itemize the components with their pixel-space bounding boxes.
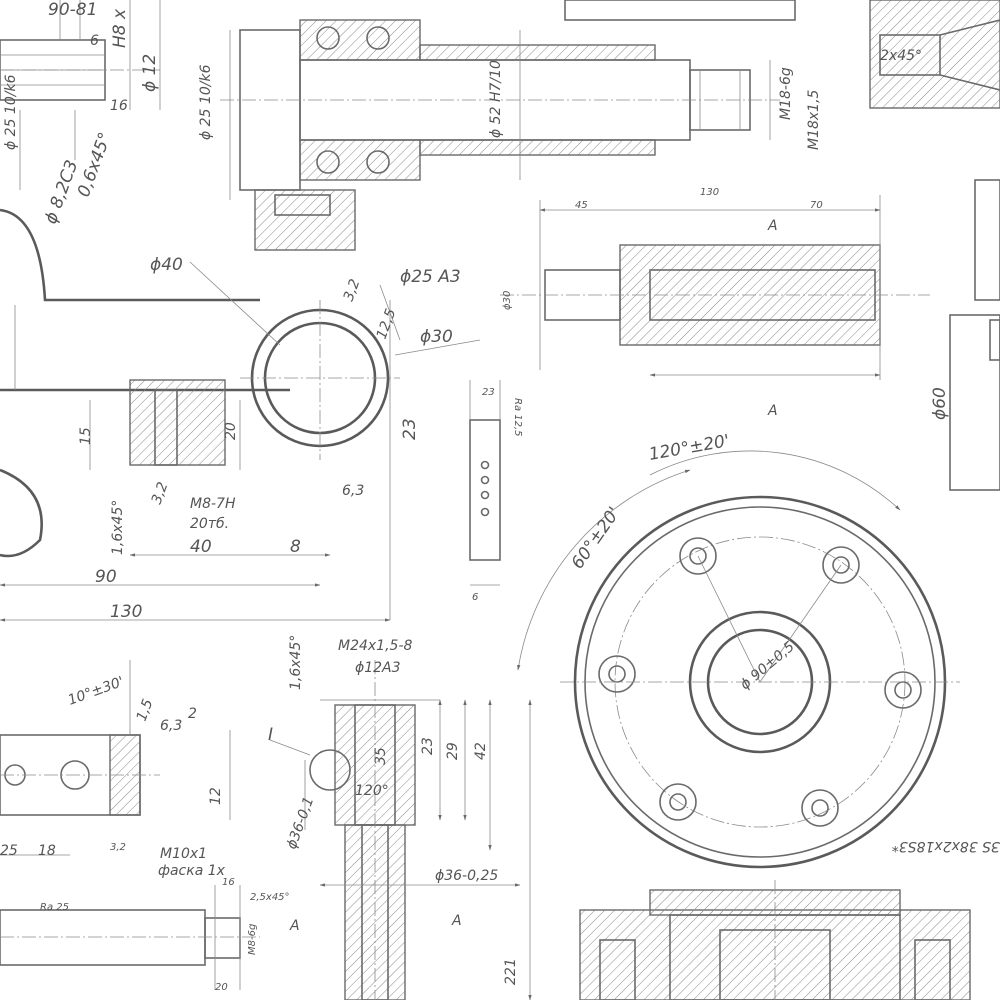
detail-i: I	[268, 725, 273, 745]
dim-m18x15: M18x1,5	[806, 89, 822, 150]
angle-120-noz: 120°	[355, 783, 389, 799]
dim-130: 130	[110, 602, 142, 622]
nozzle-section: 1,6x45° M24x1,5-8 ϕ12A3 35 23 29 42 120°…	[268, 635, 532, 1000]
top-left-shaft-detail: 90-81 H8 x 6 ϕ 12 16 0,6x45° ϕ 8,2C3 ϕ 2…	[0, 0, 161, 227]
dim-25-a3: ϕ25 A3	[400, 267, 461, 287]
dim-25-k6: ϕ 25 10/k6	[198, 64, 214, 140]
dim-30-bush: ϕ30	[502, 291, 513, 310]
thread-m24: M24x1,5-8	[338, 638, 412, 654]
dim-8: 8	[290, 537, 301, 557]
dim-20-shaft: 20	[215, 982, 228, 993]
section-a-right: A	[451, 913, 462, 929]
dim-130-top: 130	[700, 187, 719, 198]
chamfer-2-5: 2,5x45°	[250, 892, 290, 903]
angle-10: 10°±30'	[66, 674, 126, 709]
dim-42: 42	[473, 742, 489, 760]
dim-60: ϕ60	[930, 387, 950, 420]
dim-6: 6	[90, 33, 99, 49]
dim-16-shaft: 16	[222, 877, 235, 888]
top-right-block: 2x45°	[564, 0, 1000, 109]
thread-m10: M10x1	[160, 846, 207, 862]
dim-15: 15	[78, 427, 94, 445]
dim-25-fork: 25	[0, 843, 18, 859]
dim-2-fork: 2	[188, 706, 197, 722]
dim-70: 70	[810, 200, 823, 211]
dim-12-a3: ϕ12A3	[355, 660, 401, 676]
dim-36-025: ϕ36-0,25	[435, 868, 498, 884]
dim-12: ϕ 12	[140, 54, 160, 92]
flange-plate: 120°±20' 60°±20' ϕ 90±0,5 ЗS 38x2x18S3*	[517, 431, 1000, 869]
dim-23: 23	[400, 418, 420, 440]
dim-3-2-fork: 3,2	[110, 842, 126, 853]
fork-detail: 10°±30' 1,5 6,3 2 12 25 18 M10x1 фаска 1…	[0, 660, 231, 879]
section-a-left: A	[289, 918, 300, 934]
dim-6-3-fork: 6,3	[160, 718, 182, 734]
housing-section	[579, 880, 971, 1000]
dim-25-left: ϕ 25 10/k6	[3, 74, 19, 150]
dim-1-5: 1,5	[134, 697, 157, 723]
dim-23-noz: 23	[420, 737, 436, 755]
long-shaft: Ra 25 2,5x45° 16 20 M8-6g	[0, 877, 290, 993]
chamfer-1-6: 1,6x45°	[288, 635, 304, 690]
dim-2x45: 2x45°	[880, 48, 922, 64]
section-a-bottom: A	[767, 403, 778, 419]
dim-3-2: 3,2	[341, 277, 364, 303]
dim-90-81: 90-81	[48, 0, 97, 20]
dim-40-diam: ϕ40	[150, 255, 183, 275]
bushing-section: 130 70 45 A A ϕ30	[500, 187, 930, 419]
dim-12-5: 12,5	[374, 307, 400, 342]
dim-90-bore: ϕ 90±0,5	[737, 639, 798, 693]
angle-60: 60°±20'	[568, 503, 625, 572]
dim-h8: H8 x	[110, 8, 130, 48]
dim-m18: M18-6g	[778, 67, 794, 120]
lever-arm: ϕ40 ϕ25 A3 3,2 12,5 ϕ30 23 15 20 6,3 1,6…	[0, 208, 481, 622]
dim-29: 29	[445, 742, 461, 760]
dim-90: 90	[95, 567, 117, 587]
ra-25: Ra 25	[40, 902, 69, 913]
dim-35: 35	[373, 747, 389, 765]
dim-chamfer-16: 1,6x45°	[110, 500, 126, 555]
dim-52-h7: ϕ 52 H7/10	[488, 60, 504, 138]
dim-45: 45	[575, 200, 588, 211]
dim-36-01: ϕ36-0,1	[284, 795, 318, 852]
dim-6-3: 6,3	[342, 483, 364, 499]
plate-strip: 23 Ra 12,5 6	[469, 380, 523, 603]
spline-spec: ЗS 38x2x18S3*	[892, 838, 1000, 854]
dim-16: 16	[110, 98, 128, 114]
ra-12-5: Ra 12,5	[512, 398, 523, 437]
dim-12-fork: 12	[208, 787, 224, 805]
dim-6-strip: 6	[472, 592, 478, 603]
dim-23-strip: 23	[482, 387, 495, 398]
right-edge-part: ϕ60	[930, 179, 1000, 491]
dim-30-diam: ϕ30	[420, 327, 453, 347]
dim-3-2b: 3,2	[149, 480, 172, 506]
dim-40: 40	[190, 537, 212, 557]
dim-m8: M8-7H	[190, 496, 236, 512]
chamfer-note: фаска 1x	[158, 863, 226, 879]
shaft-assembly-top: ϕ 25 10/k6 ϕ 52 H7/10 M18-6g M18x1,5	[198, 19, 822, 251]
section-a-top: A	[767, 218, 778, 234]
dim-m8-depth: 20тб.	[190, 516, 229, 532]
thread-m8: M8-6g	[247, 924, 258, 955]
dim-221: 221	[503, 958, 519, 985]
dim-20: 20	[223, 422, 239, 440]
dim-18: 18	[38, 843, 56, 859]
